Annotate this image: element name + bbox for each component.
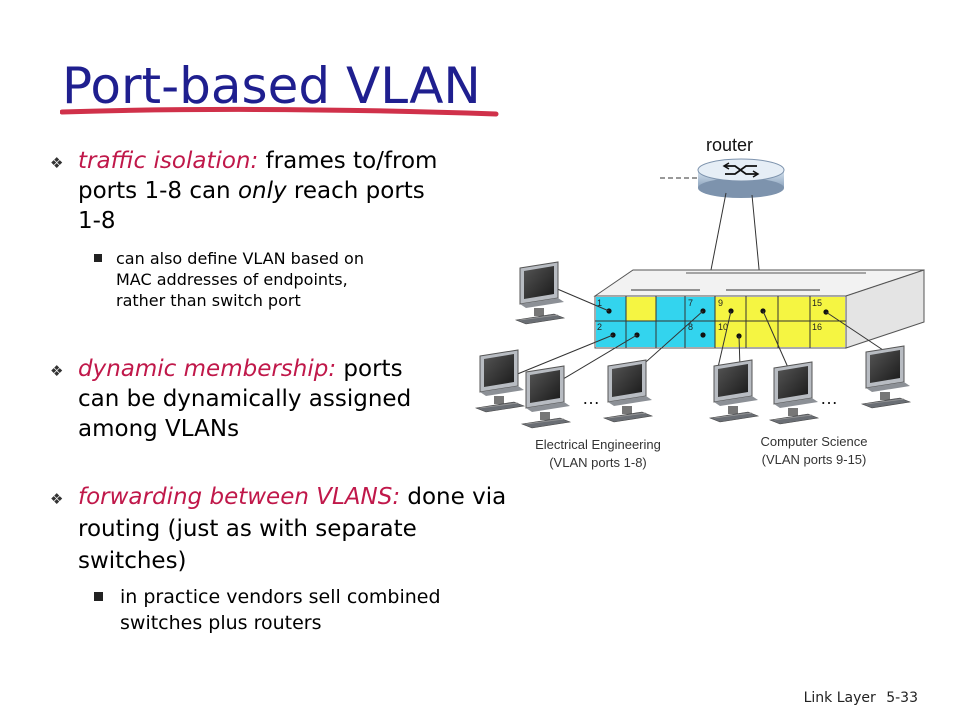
- cs-host-icon: [861, 345, 911, 409]
- router-icon: [697, 158, 785, 198]
- bullet-text: switches): [78, 548, 187, 574]
- footer: Link Layer 5-33: [804, 690, 918, 706]
- diamond-bullet-icon: ❖: [50, 362, 64, 380]
- bullet-text: can be dynamically assigned: [78, 386, 412, 412]
- sub-bullet-text: can also define VLAN based on: [116, 249, 364, 268]
- bullet-dynamic-membership: ❖ dynamic membership: ports can be dynam…: [50, 354, 470, 444]
- bullet-text: ports: [336, 356, 403, 382]
- switch-icon: [593, 269, 925, 349]
- sub-bullet: in practice vendors sell combined switch…: [94, 584, 514, 644]
- ellipsis-right: …: [820, 388, 838, 408]
- router-label: router: [706, 135, 753, 155]
- sub-bullet-text: switches plus routers: [120, 612, 322, 634]
- port-number: 10: [718, 322, 728, 332]
- bullet-traffic-isolation: ❖ traffic isolation: frames to/from port…: [50, 146, 530, 236]
- page-title: Port-based VLAN: [62, 57, 481, 115]
- diamond-bullet-icon: ❖: [50, 154, 64, 172]
- ee-host-icon: [521, 365, 571, 429]
- bullet-lead: traffic isolation:: [78, 148, 259, 174]
- diamond-bullet-icon: ❖: [50, 490, 64, 508]
- ee-group-label: Electrical Engineering: [535, 437, 661, 452]
- ellipsis-left: …: [582, 388, 600, 408]
- sub-bullet-text: MAC addresses of endpoints,: [116, 270, 348, 289]
- cs-group-label: Computer Science: [761, 434, 868, 449]
- port-number: 8: [688, 322, 693, 332]
- cs-host-icon: [769, 361, 819, 425]
- sub-bullet-text: rather than switch port: [116, 291, 301, 310]
- port-number: 1: [597, 298, 602, 308]
- cs-host-icon: [709, 359, 759, 423]
- bullet-text: 1-8: [78, 208, 116, 234]
- ee-host-icon: [515, 261, 565, 325]
- title-underline: [60, 106, 499, 117]
- port-number: 15: [812, 298, 822, 308]
- footer-page-number: 5-33: [886, 690, 918, 706]
- footer-chapter: Link Layer: [803, 690, 876, 706]
- bullet-text: done via: [400, 484, 507, 510]
- bullet-text: routing (just as with separate: [78, 516, 417, 542]
- bullet-text: frames to/from: [258, 148, 438, 174]
- ee-host-icon: [475, 349, 525, 413]
- bullet-text: among VLANs: [78, 416, 240, 442]
- sub-bullet: can also define VLAN based on MAC addres…: [94, 248, 474, 314]
- square-bullet-icon: [94, 254, 102, 262]
- square-bullet-icon: [94, 592, 103, 601]
- bullet-emphasis: only: [237, 178, 287, 204]
- port-number: 16: [812, 322, 822, 332]
- bullet-text: reach ports: [286, 178, 425, 204]
- port-number: 7: [688, 298, 693, 308]
- bullet-text: ports 1-8 can: [78, 178, 238, 204]
- bullet-forwarding: ❖ forwarding between VLANS: done via rou…: [50, 482, 550, 574]
- bullet-lead: dynamic membership:: [78, 356, 337, 382]
- sub-bullet-text: in practice vendors sell combined: [120, 586, 441, 608]
- bullet-lead: forwarding between VLANS:: [78, 484, 401, 510]
- ee-host-icon: [603, 359, 653, 423]
- port-number: 2: [597, 322, 602, 332]
- cs-group-ports: (VLAN ports 9-15): [762, 452, 867, 467]
- ee-group-ports: (VLAN ports 1-8): [549, 455, 647, 470]
- port-number: 9: [718, 298, 723, 308]
